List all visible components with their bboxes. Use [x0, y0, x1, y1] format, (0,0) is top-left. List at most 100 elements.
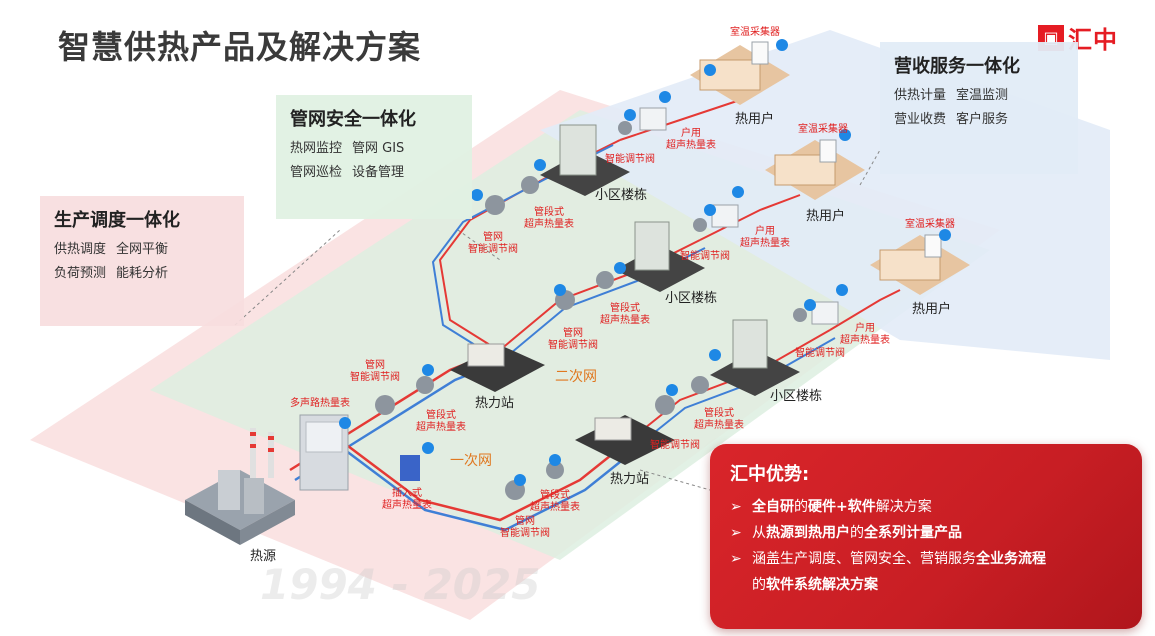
- label-line: 超声热量表: [694, 420, 744, 431]
- page-title: 智慧供热产品及解决方案: [58, 28, 422, 66]
- advantage-plain: 从: [752, 525, 766, 541]
- home-meter-label: 户用超声热量表: [840, 323, 890, 347]
- advantage-title: 汇中优势:: [730, 464, 810, 485]
- label-line: 超声热量表: [600, 315, 650, 326]
- label-line: 超声热量表: [530, 502, 580, 513]
- label-line: 智能调节阀: [548, 340, 598, 351]
- advantage-text: 全自研的硬件+软件解决方案: [752, 494, 932, 520]
- arrow-bullet-icon: ➢: [730, 499, 742, 515]
- advantage-plain: 的: [850, 525, 864, 541]
- multi-path-meter-label: 多声路热量表: [290, 398, 350, 409]
- room-sensor-label: 室温采集器: [905, 219, 955, 230]
- heat-station-label: 热力站: [610, 472, 650, 487]
- multi-path-meter-cabinet: [299, 414, 349, 491]
- heat-station-2: [575, 415, 675, 465]
- advantage-plain: 的: [794, 499, 808, 515]
- home-meter-label: 户用超声热量表: [666, 128, 716, 152]
- community-building-1: [540, 124, 630, 196]
- insert-meter-label: 插入式超声热量表: [382, 488, 432, 512]
- community-building-label: 小区楼栋: [770, 389, 823, 404]
- advantage-plain: 涵盖生产调度、管网安全、营销服务: [752, 551, 976, 567]
- label-line: 超声热量表: [740, 238, 790, 249]
- heat-station-label: 热力站: [475, 396, 515, 411]
- smart-valve-label: 智能调节阀: [650, 440, 700, 451]
- label-line: 超声热量表: [416, 422, 466, 433]
- pipe-valve-label: 管网智能调节阀: [350, 360, 400, 384]
- label-line: 户用: [855, 323, 875, 334]
- advantage-item: ➢ 全自研的硬件+软件解决方案: [730, 494, 1122, 520]
- community-building-label: 小区楼栋: [665, 291, 718, 306]
- home-meter-devices: [639, 107, 839, 325]
- advantage-text: 的软件系统解决方案: [752, 572, 878, 598]
- label-line: 超声热量表: [524, 219, 574, 230]
- heat-station-1: [450, 343, 545, 392]
- arrow-bullet-icon: ➢: [730, 551, 742, 567]
- feature-label: 负荷预测: [54, 266, 107, 281]
- feature-label: 营业收费: [894, 112, 947, 127]
- label-line: 智能调节阀: [350, 372, 400, 383]
- community-building-label: 小区楼栋: [595, 188, 648, 203]
- feature-label: 客户服务: [956, 112, 1009, 127]
- network-safety-row: 管网巡检设备管理: [290, 161, 458, 185]
- advantage-text: 涵盖生产调度、管网安全、营销服务全业务流程: [752, 546, 1046, 572]
- label-line: 管网: [365, 360, 385, 371]
- community-building-3: [710, 319, 800, 396]
- feature-label: 热网监控: [290, 141, 343, 156]
- connector-advantage: [639, 469, 711, 491]
- connector-network: [457, 229, 501, 261]
- advantage-bold: 全业务流程: [976, 551, 1046, 567]
- heat-user-label: 热用户: [735, 112, 775, 127]
- advantage-text: 从热源到热用户的全系列计量产品: [752, 520, 962, 546]
- watermark: 1994 - 2025: [260, 560, 541, 609]
- production-dispatch-row: 供热调度全网平衡: [54, 238, 230, 262]
- label-line: 超声热量表: [666, 140, 716, 151]
- feature-label: 供热调度: [54, 242, 107, 257]
- home-meter-label: 户用超声热量表: [740, 226, 790, 250]
- advantage-plain: 的: [752, 577, 766, 593]
- label-line: 管段式: [610, 303, 640, 314]
- advantage-item: 的软件系统解决方案: [730, 572, 1122, 598]
- smart-valve-label: 智能调节阀: [795, 348, 845, 359]
- feature-label: 设备管理: [352, 165, 405, 180]
- pipe-valve-label: 管网智能调节阀: [548, 328, 598, 352]
- pipe-valve-label: 管网智能调节阀: [468, 232, 518, 256]
- network-safety-row: 热网监控管网 GIS: [290, 137, 458, 161]
- production-dispatch-title: 生产调度一体化: [54, 210, 180, 231]
- feature-label: 管网 GIS: [352, 141, 405, 156]
- arrow-bullet-icon: ➢: [730, 525, 742, 541]
- advantage-indent: [730, 572, 752, 598]
- advantage-bold: 硬件+软件: [808, 499, 876, 515]
- segment-meter-label: 管段式超声热量表: [524, 207, 574, 231]
- segment-meter-label: 管段式超声热量表: [530, 490, 580, 514]
- segment-meter-label: 管段式超声热量表: [600, 303, 650, 327]
- advantage-panel: 汇中优势: ➢ 全自研的硬件+软件解决方案 ➢ 从热源到热用户的全系列计量产品 …: [710, 444, 1142, 629]
- feature-label: 供热计量: [894, 88, 947, 103]
- heat-user-label: 热用户: [806, 209, 846, 224]
- network-safety-title: 管网安全一体化: [290, 109, 416, 130]
- advantage-bold: 全自研: [752, 499, 794, 515]
- heat-user-house-2: [765, 140, 865, 200]
- advantage-bold: 全系列计量产品: [864, 525, 962, 541]
- heat-source-label: 热源: [250, 549, 277, 564]
- production-dispatch-box: 生产调度一体化 供热调度全网平衡 负荷预测能耗分析: [40, 196, 244, 326]
- advantage-item: ➢ 涵盖生产调度、管网安全、营销服务全业务流程: [730, 546, 1122, 572]
- pipe-valve-label: 管网智能调节阀: [500, 516, 550, 540]
- label-line: 管网: [483, 232, 503, 243]
- label-line: 超声热量表: [382, 500, 432, 511]
- advantage-bold: 软件系统解决方案: [766, 577, 878, 593]
- label-line: 管网: [563, 328, 583, 339]
- room-sensor-label: 室温采集器: [730, 27, 780, 38]
- label-line: 管网: [515, 516, 535, 527]
- insert-meter-device: [400, 455, 420, 481]
- heat-source-plant: [185, 428, 295, 545]
- label-line: 插入式: [392, 488, 422, 499]
- smart-valve-label: 智能调节阀: [605, 154, 655, 165]
- production-dispatch-row: 负荷预测能耗分析: [54, 262, 230, 286]
- heat-user-label: 热用户: [912, 302, 952, 317]
- network-safety-box: 管网安全一体化 热网监控管网 GIS 管网巡检设备管理: [276, 95, 472, 219]
- label-line: 智能调节阀: [468, 244, 518, 255]
- revenue-service-row: 供热计量室温监测: [894, 84, 1064, 108]
- feature-label: 全网平衡: [116, 242, 169, 257]
- primary-network-label: 一次网: [450, 453, 492, 469]
